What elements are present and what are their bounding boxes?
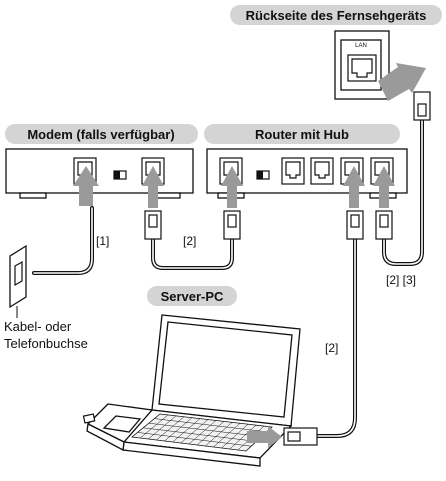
router-port-lan1-icon xyxy=(281,157,305,185)
server-pc: Server-PC xyxy=(82,286,318,467)
modem-lan-arrow-icon xyxy=(142,166,164,208)
server-pc-label-bg xyxy=(147,286,237,306)
wall-socket: Kabel- oder Telefonbuchse xyxy=(4,244,88,351)
router-label: Router mit Hub xyxy=(255,127,349,142)
cable-router-to-pc: [2] xyxy=(316,166,365,438)
server-pc-label: Server-PC xyxy=(161,289,224,304)
tv-back-panel: Rückseite des Fernsehgeräts LAN xyxy=(230,5,442,101)
router-switch-icon xyxy=(256,170,270,180)
modem-foot-left xyxy=(19,192,47,199)
tv-arrow-icon xyxy=(378,63,426,101)
router-label-bg xyxy=(204,124,400,144)
router-wan-arrow-icon xyxy=(221,166,243,208)
tv-lan-port-icon xyxy=(347,54,377,82)
modem-lan-plug-icon xyxy=(144,210,162,240)
cable-tag-router-pc: [2] xyxy=(325,341,338,355)
modem-body xyxy=(5,148,194,194)
tv-back-label: Rückseite des Fernsehgeräts xyxy=(246,8,427,23)
tv-lan-caption: LAN xyxy=(355,43,367,49)
tv-plug-icon xyxy=(413,91,431,121)
cable-router-to-tv: [2] [3] xyxy=(373,91,431,287)
router-lan3-plug-icon xyxy=(346,210,364,240)
cable-tag-modem-wall: [1] xyxy=(96,234,109,248)
modem-label-bg xyxy=(5,124,198,144)
wall-socket-label-line2: Telefonbuchse xyxy=(4,336,88,351)
router-port-lan2-icon xyxy=(310,157,334,185)
router-device: Router mit Hub xyxy=(204,124,408,199)
router-wan-plug-icon xyxy=(223,210,241,240)
router-lan4-arrow-icon xyxy=(373,166,395,208)
modem-device: Modem (falls verfügbar) xyxy=(5,124,198,199)
modem-line-arrow-icon xyxy=(73,166,99,206)
cable-modem-to-router: [2] xyxy=(142,166,243,270)
tv-back-label-bg xyxy=(230,5,442,25)
cable-tag-router-tv: [2] [3] xyxy=(386,273,416,287)
router-lan4-plug-icon xyxy=(375,210,393,240)
pc-plug-icon xyxy=(283,427,318,446)
modem-switch-icon xyxy=(113,170,127,180)
pc-arrow-icon xyxy=(247,426,282,448)
wall-socket-label-line1: Kabel- oder xyxy=(4,319,72,334)
cable-tag-modem-router: [2] xyxy=(183,234,196,248)
modem-label: Modem (falls verfügbar) xyxy=(27,127,174,142)
cable-wall-to-modem: [1] xyxy=(32,166,109,275)
router-lan3-arrow-icon xyxy=(343,166,365,208)
laptop-icon xyxy=(82,314,301,467)
